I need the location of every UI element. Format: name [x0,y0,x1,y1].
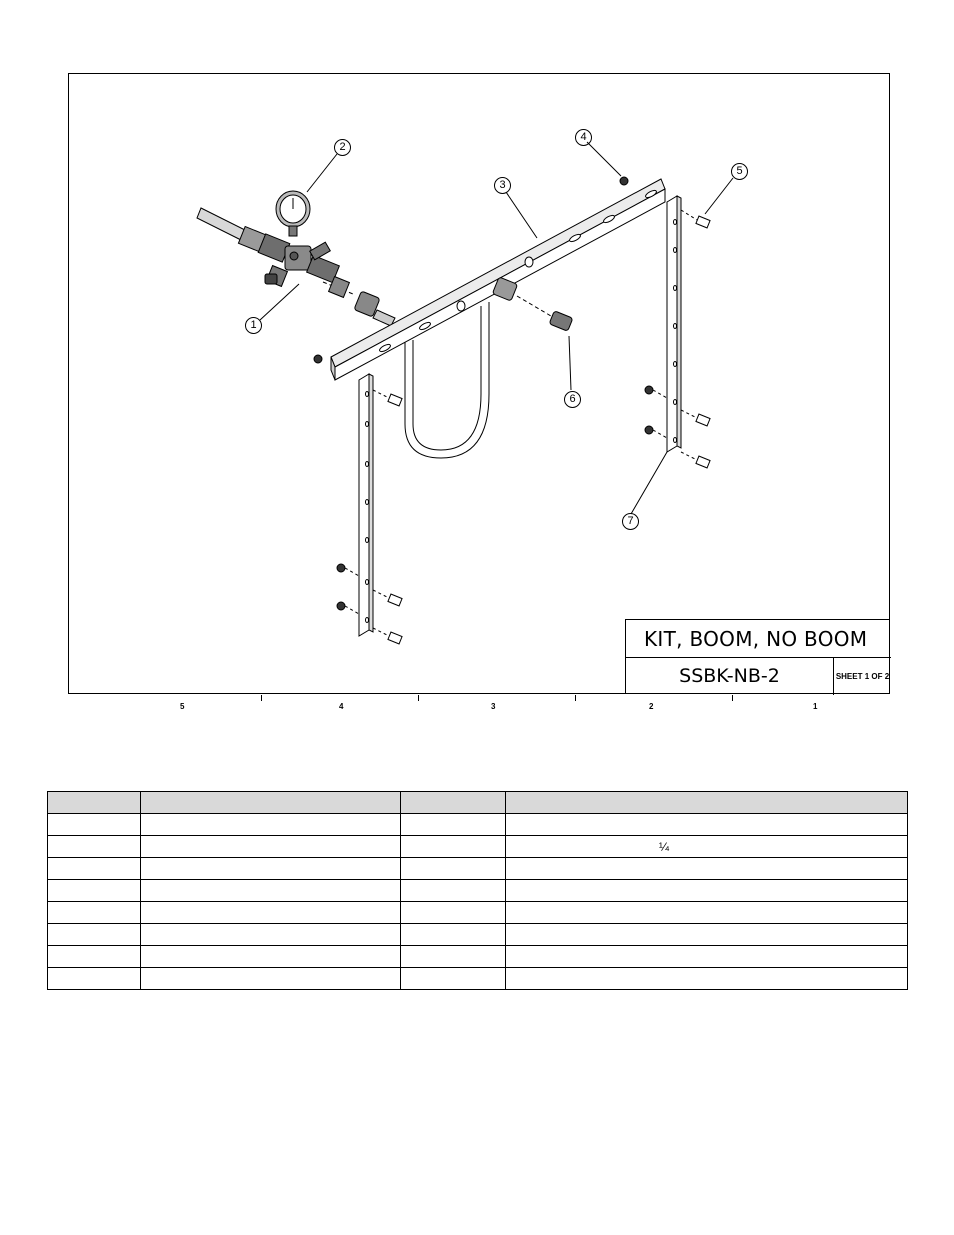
zone-label: 3 [491,702,496,711]
table-cell: ¼ [505,835,908,858]
part-number: SSBK-NB-2 [626,658,834,695]
table-cell [140,945,401,968]
table-row [47,945,908,968]
table-row [47,967,908,990]
table-cell [505,857,908,880]
table-cell [47,945,141,968]
table-cell [140,923,401,946]
zone-tick [261,695,262,701]
exploded-assembly-drawing [196,141,734,645]
hose-fitting [354,291,396,327]
zone-tick [418,695,419,701]
table-cell [47,923,141,946]
u-hose [404,302,490,459]
table-cell [47,835,141,858]
table-cell [400,945,506,968]
table-cell [400,923,506,946]
table-cell [140,835,401,858]
table-row [47,901,908,924]
table-row [47,857,908,880]
table-cell [400,967,506,990]
title-block: KIT, BOOM, NO BOOM SSBK-NB-2 SHEET 1 OF … [625,619,891,695]
drawing-frame: 1 2 3 4 5 6 7 [68,73,890,694]
right-bracket [666,195,682,453]
sheet-number: SHEET 1 OF 2 [835,672,890,681]
valve-manifold [237,225,354,299]
table-cell [400,879,506,902]
table-cell [47,901,141,924]
header-cell [400,791,506,814]
table-header-row [47,791,908,814]
table-cell [505,813,908,836]
callout-4: 4 [575,129,592,146]
table-cell [505,923,908,946]
table-cell [505,967,908,990]
bulkhead-fitting [492,277,552,317]
table-cell [400,835,506,858]
pressure-gauge [275,190,311,237]
left-bracket [358,373,374,637]
table-cell [140,901,401,924]
table-cell [47,813,141,836]
table-cell [400,857,506,880]
callout-1: 1 [245,317,262,334]
zone-tick [732,695,733,701]
table-row [47,923,908,946]
nozzle-fitting [549,311,573,331]
header-cell [140,791,401,814]
callout-7: 7 [622,513,639,530]
callout-6: 6 [564,391,581,408]
table-cell [140,857,401,880]
table-cell [47,879,141,902]
zone-label: 4 [339,702,344,711]
table-cell [47,857,141,880]
bolts [344,209,711,645]
table-cell [140,879,401,902]
table-cell [140,967,401,990]
callout-3: 3 [494,177,511,194]
callout-5: 5 [731,163,748,180]
zone-label: 5 [180,702,185,711]
zone-label: 1 [813,702,818,711]
table-cell [400,901,506,924]
header-cell [505,791,908,814]
table-cell [140,813,401,836]
table-cell [505,945,908,968]
table-cell [505,879,908,902]
zone-label: 2 [649,702,654,711]
hex-nuts [313,176,654,611]
table-cell [505,901,908,924]
callout-2: 2 [334,139,351,156]
table-cell [47,967,141,990]
callout-leaders [259,141,734,515]
table-row [47,879,908,902]
drawing-title: KIT, BOOM, NO BOOM [626,620,891,658]
table-row [47,813,908,836]
zone-tick [575,695,576,701]
table-row: ¼ [47,835,908,858]
parts-list-table: ¼ [47,791,908,990]
table-cell [400,813,506,836]
header-cell [47,791,141,814]
